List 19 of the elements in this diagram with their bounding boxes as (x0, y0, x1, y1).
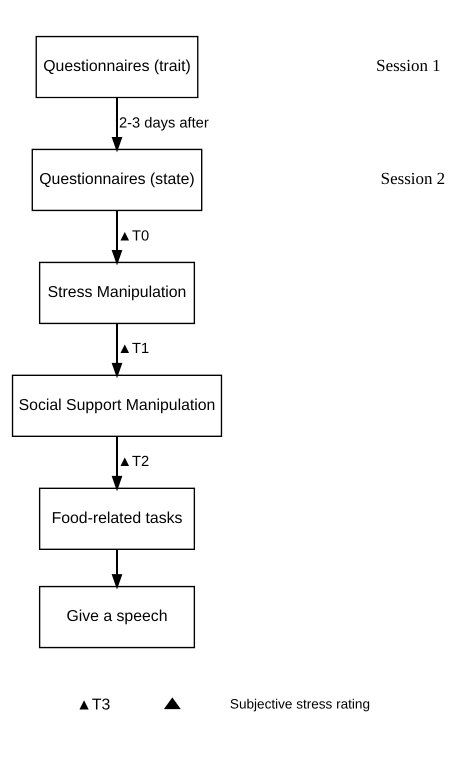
edge-label: ▲T2 (118, 454, 150, 470)
node-box: Questionnaires (trait) (36, 36, 198, 98)
label: Session 2 (380, 168, 446, 188)
node-box: Stress Manipulation (38, 262, 196, 324)
node-label: ▲T3 (76, 696, 110, 714)
label: Session 1 (376, 56, 441, 75)
arrow (112, 436, 122, 492)
edge-label: ▲T0 (118, 228, 150, 244)
arrow (112, 323, 122, 378)
arrow (112, 550, 122, 590)
arrow (112, 98, 122, 152)
edge-label: ▲T1 (118, 341, 150, 358)
node-box: Social Support Manipulation (12, 374, 222, 438)
arrow (112, 210, 122, 266)
edge-label: 2-3 days after (119, 115, 209, 132)
node-box: Questionnaires (state) (32, 148, 202, 212)
node-box: Food-related tasks (38, 488, 196, 550)
node-box: Give a speech (38, 586, 196, 648)
legend-label: Subjective stress rating (230, 696, 370, 712)
